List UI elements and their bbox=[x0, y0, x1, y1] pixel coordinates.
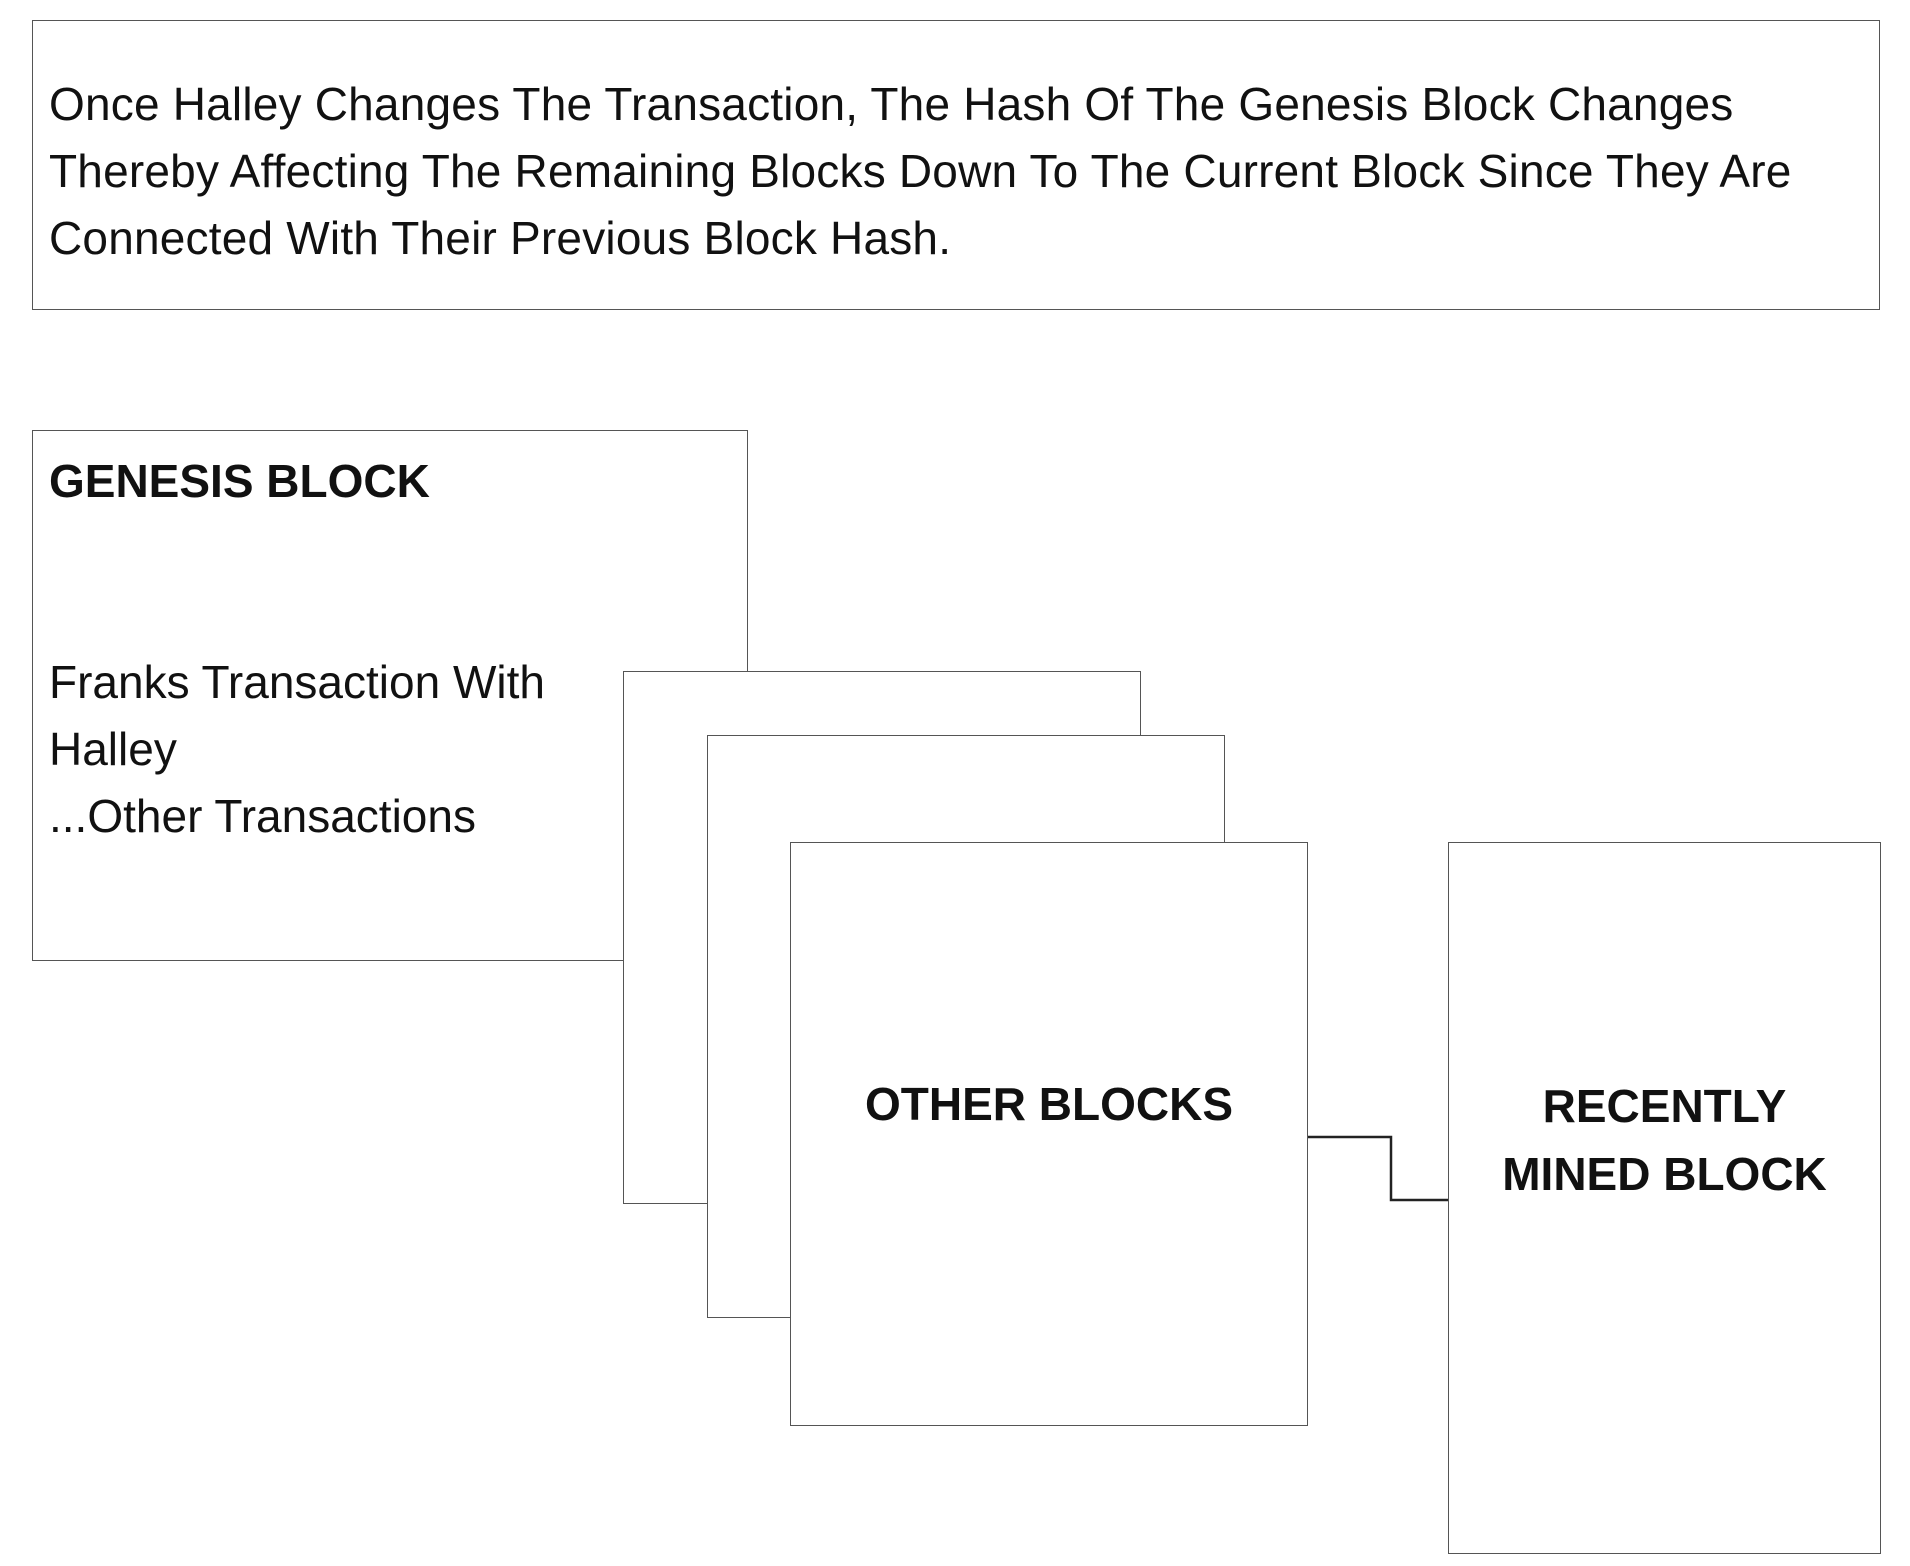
transaction-line: Halley bbox=[49, 723, 177, 775]
recently-mined-block: RECENTLY MINED BLOCK bbox=[1448, 842, 1881, 1554]
recent-label-line: RECENTLY bbox=[1542, 1079, 1787, 1132]
recent-label-line: MINED BLOCK bbox=[1502, 1147, 1827, 1200]
other-block-front: OTHER BLOCKS bbox=[790, 842, 1308, 1426]
recently-mined-block-label: RECENTLY MINED BLOCK bbox=[1502, 1072, 1827, 1208]
other-blocks-label: OTHER BLOCKS bbox=[865, 1078, 1233, 1130]
connector-line bbox=[1308, 1135, 1448, 1202]
transaction-line: ...Other Transactions bbox=[49, 790, 476, 842]
genesis-block-title: GENESIS BLOCK bbox=[49, 455, 430, 507]
caption-box: Once Halley Changes The Transaction, The… bbox=[32, 20, 1880, 310]
genesis-block-transactions: Franks Transaction With Halley ...Other … bbox=[49, 649, 545, 850]
caption-text: Once Halley Changes The Transaction, The… bbox=[49, 78, 1792, 264]
transaction-line: Franks Transaction With bbox=[49, 656, 545, 708]
